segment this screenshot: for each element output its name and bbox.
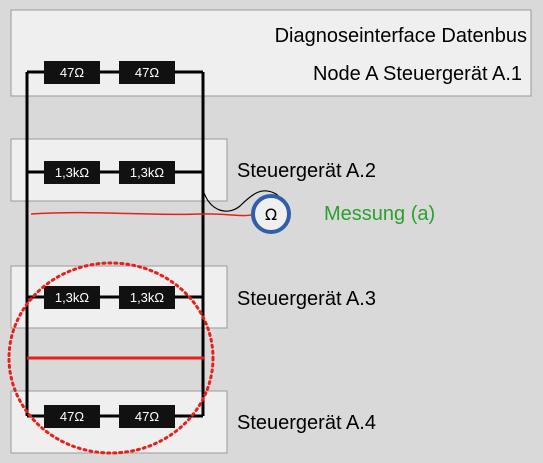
resistor-a3-left: 1,3kΩ: [44, 286, 100, 309]
meter-lead-red: [30, 211, 255, 217]
ohmmeter-symbol: Ω: [265, 205, 277, 224]
ohmmeter-icon: [251, 194, 291, 234]
svg-text:1,3kΩ: 1,3kΩ: [55, 165, 90, 180]
resistor-a2-right: 1,3kΩ: [119, 161, 175, 184]
svg-text:1,3kΩ: 1,3kΩ: [55, 290, 90, 305]
resistor-a1-left: 47Ω: [44, 61, 100, 84]
svg-text:47Ω: 47Ω: [135, 65, 159, 80]
svg-text:47Ω: 47Ω: [135, 409, 159, 424]
svg-text:47Ω: 47Ω: [60, 409, 84, 424]
svg-text:1,3kΩ: 1,3kΩ: [130, 290, 165, 305]
resistor-a4-left: 47Ω: [44, 405, 100, 428]
resistor-a4-right: 47Ω: [119, 405, 175, 428]
svg-text:1,3kΩ: 1,3kΩ: [130, 165, 165, 180]
resistor-a3-right: 1,3kΩ: [119, 286, 175, 309]
resistor-a2-left: 1,3kΩ: [44, 161, 100, 184]
resistor-a1-right: 47Ω: [119, 61, 175, 84]
node-a1-title-line1: Diagnoseinterface Datenbus: [275, 25, 527, 47]
node-a3-title: Steuergerät A.3: [237, 288, 376, 310]
fault-highlight-circle: [7, 261, 215, 455]
node-a1-title-line2: Node A Steuergerät A.1: [313, 63, 522, 85]
svg-text:47Ω: 47Ω: [60, 65, 84, 80]
node-a4-title: Steuergerät A.4: [237, 412, 376, 434]
measurement-label: Messung (a): [324, 203, 435, 225]
node-a2-title: Steuergerät A.2: [237, 160, 376, 182]
